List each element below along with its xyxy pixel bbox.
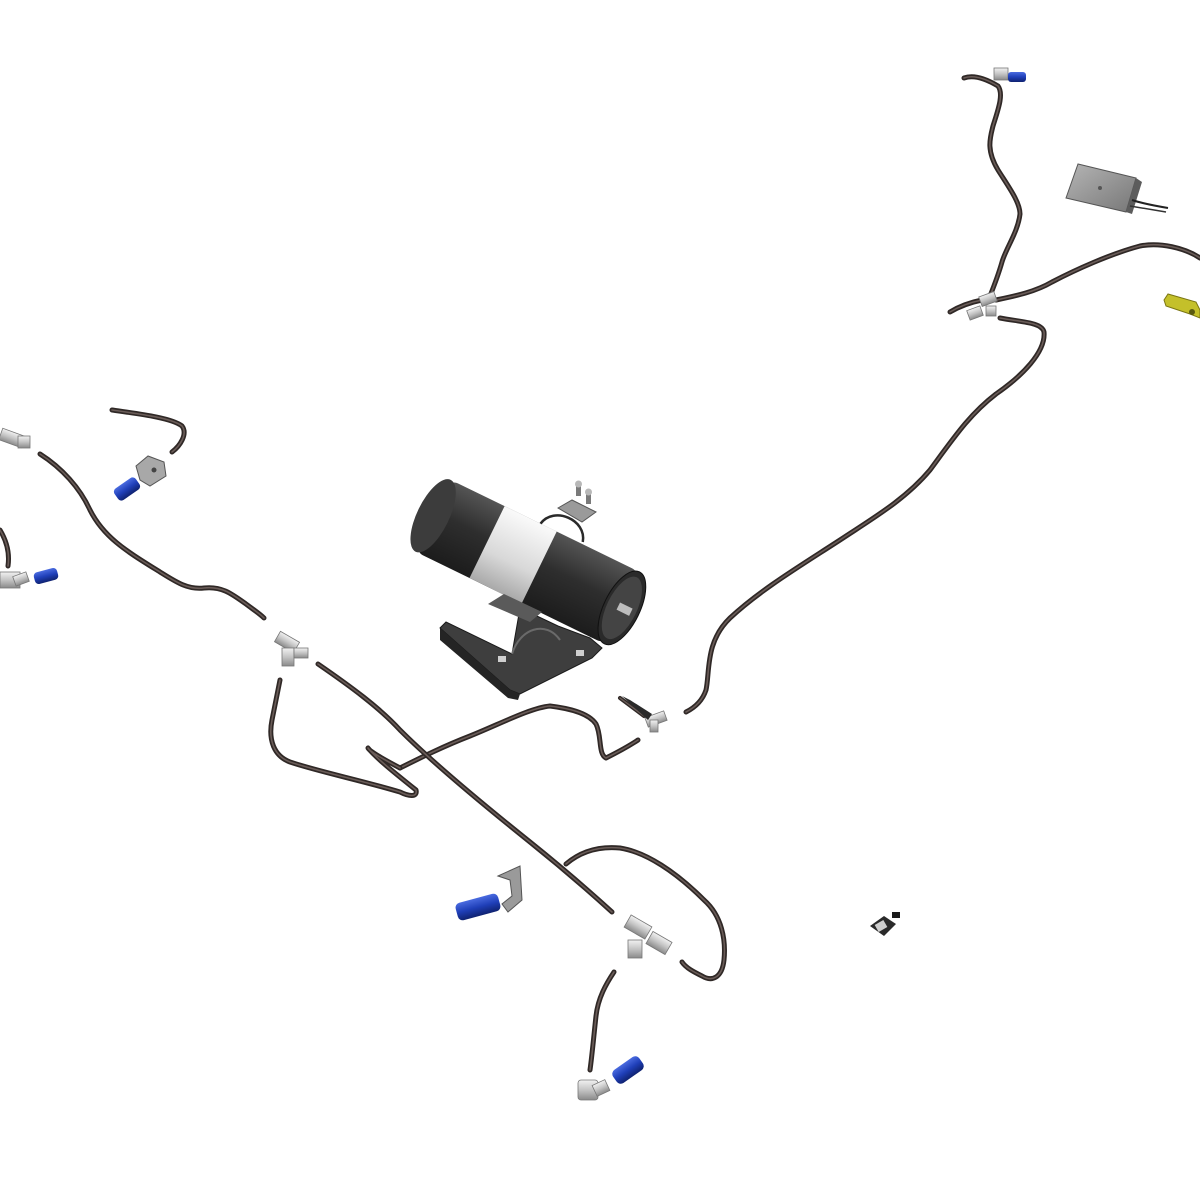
- air-line-pipe: [315, 661, 615, 915]
- blue-connector: [455, 893, 501, 921]
- tee-fitting: [273, 630, 309, 667]
- elbow-fitting: [0, 427, 31, 449]
- air-line-pipe: [947, 297, 985, 315]
- air-line-pipe: [268, 677, 419, 798]
- mounting-bracket: [496, 865, 523, 913]
- mounting-bracket: [622, 696, 652, 720]
- air-line-pipe: [993, 242, 1200, 303]
- pressure-sensor: [870, 912, 900, 936]
- tee-fitting: [644, 710, 668, 733]
- tank-mounting-cradle: [439, 594, 603, 700]
- control-module: [1065, 163, 1169, 214]
- air-line-pipe: [109, 407, 187, 455]
- mounting-clip: [557, 499, 597, 523]
- air-line-pipes: [0, 74, 1200, 1073]
- air-line-pipe: [587, 969, 617, 1073]
- air-line-pipe: [37, 451, 267, 621]
- elbow-fitting: [0, 571, 30, 589]
- bolt: [585, 488, 592, 504]
- elbow-fitting: [993, 67, 1009, 81]
- blue-connector: [33, 567, 59, 585]
- air-line-pipe: [683, 315, 1047, 715]
- air-line-pipe: [563, 845, 727, 982]
- blue-connector: [1008, 72, 1026, 82]
- air-line-pipe: [0, 527, 11, 569]
- tee-fitting: [623, 914, 673, 959]
- elbow-fitting: [577, 1079, 611, 1101]
- bolt: [575, 480, 582, 496]
- blue-connector: [113, 477, 141, 501]
- air-line-pipe: [397, 703, 641, 771]
- air-line-pipe: [618, 696, 646, 718]
- tee-fitting: [966, 291, 998, 321]
- lever-arm: [1163, 293, 1200, 319]
- blue-connector: [612, 1056, 644, 1084]
- air-line-pipe: [961, 74, 1023, 299]
- mounting-bracket: [135, 455, 167, 487]
- air-reservoir-tank: [410, 479, 647, 646]
